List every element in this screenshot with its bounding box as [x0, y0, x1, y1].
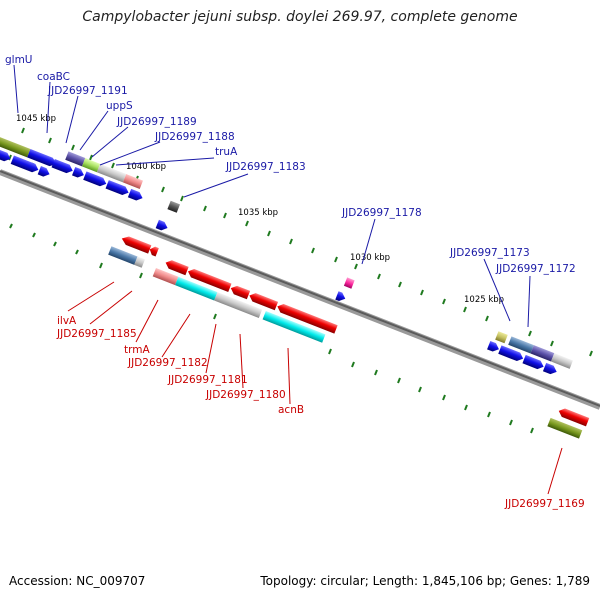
- salmon-feature: [122, 174, 143, 189]
- forward-cds: [37, 166, 50, 177]
- cyan-feature: [175, 276, 218, 301]
- gene-label-glmU: glmU: [5, 54, 33, 66]
- salmon-feature: [152, 268, 179, 286]
- scale-label: 1025 kbp: [464, 295, 504, 305]
- bottom-labels: ilvA JJD26997_1185 trmA JJD26997_1182 JJ…: [56, 315, 585, 510]
- scale-label: 1040 kbp: [126, 162, 166, 172]
- accession-text: Accession: NC_009707: [9, 574, 146, 588]
- forward-cds: [0, 146, 11, 162]
- forward-cds: [10, 155, 39, 173]
- gene-label-uppS: uppS: [106, 100, 133, 112]
- top-leader-lines: [13, 64, 531, 328]
- olive-feature: [0, 131, 31, 158]
- reverse-cds: [230, 285, 251, 300]
- cyan-feature: [262, 311, 326, 343]
- forward-cds: [155, 219, 168, 231]
- reverse-cds: [187, 269, 232, 293]
- forward-cds: [498, 345, 524, 362]
- scale-label: 1035 kbp: [238, 208, 278, 218]
- position-ticks: [8, 127, 593, 434]
- forward-cds: [127, 188, 143, 201]
- purple-feature: [65, 151, 86, 167]
- forward-cds: [72, 166, 84, 178]
- gene-label-JJD26997_1183: JJD26997_1183: [225, 161, 306, 173]
- bottom-leader-lines: [67, 281, 563, 495]
- gene-label-truA: truA: [215, 146, 238, 158]
- forward-cds: [51, 158, 73, 174]
- gene-label-JJD26997_1169: JJD26997_1169: [504, 498, 585, 510]
- genome-summary: Topology: circular; Length: 1,845,106 bp…: [260, 574, 590, 588]
- gene-label-trmA: trmA: [124, 344, 150, 356]
- scale-label: 1030 kbp: [350, 253, 390, 263]
- gene-label-JJD26997_1185: JJD26997_1185: [56, 328, 137, 340]
- gene-label-JJD26997_1180: JJD26997_1180: [205, 389, 286, 401]
- reverse-cds: [165, 260, 189, 276]
- reverse-cds: [149, 246, 159, 257]
- forward-cds: [542, 362, 557, 375]
- grey-feature: [96, 163, 127, 183]
- steel-feature: [108, 246, 138, 265]
- scale-label: 1045 kbp: [16, 114, 56, 124]
- cds-features: [0, 131, 590, 439]
- grey-feature: [551, 353, 573, 369]
- olive-feature: [547, 417, 583, 439]
- lime-feature: [81, 157, 101, 173]
- khaki-feature: [495, 331, 508, 344]
- forward-cds: [335, 291, 346, 302]
- forward-cds: [105, 180, 129, 196]
- reverse-cds: [249, 293, 279, 311]
- gene-label-JJD26997_1189: JJD26997_1189: [116, 116, 197, 128]
- gene-label-JJD26997_1188: JJD26997_1188: [154, 131, 235, 143]
- forward-cds: [487, 340, 499, 352]
- gene-label-acnB: acnB: [278, 404, 304, 416]
- grey-feature: [214, 292, 263, 318]
- reverse-cds: [277, 304, 338, 334]
- scale-labels: 1045 kbp 1040 kbp 1035 kbp 1030 kbp 1025…: [16, 114, 504, 305]
- reverse-cds: [121, 236, 152, 254]
- reverse-cds: [558, 408, 590, 427]
- pink-feature: [343, 277, 355, 289]
- forward-cds: [522, 354, 544, 370]
- dark-feature: [167, 200, 181, 213]
- genome-backbone: [0, 169, 600, 410]
- gene-label-coaBC: coaBC: [37, 71, 70, 83]
- purple-feature: [530, 345, 555, 362]
- gene-label-JJD26997_1172: JJD26997_1172: [495, 263, 576, 275]
- top-labels: glmU coaBC JJD26997_1191 uppS JJD26997_1…: [5, 54, 576, 275]
- forward-cds: [83, 171, 107, 187]
- page-title: Campylobacter jejuni subsp. doylei 269.9…: [82, 9, 518, 25]
- gene-label-JJD26997_1191: JJD26997_1191: [47, 85, 128, 97]
- gene-label-JJD26997_1173: JJD26997_1173: [449, 247, 530, 259]
- forward-cds: [27, 149, 57, 167]
- gene-label-JJD26997_1181: JJD26997_1181: [167, 374, 248, 386]
- gene-label-JJD26997_1182: JJD26997_1182: [127, 357, 208, 369]
- gene-label-JJD26997_1178: JJD26997_1178: [341, 207, 422, 219]
- steel-feature: [508, 336, 534, 354]
- gene-label-ilvA: ilvA: [57, 315, 77, 327]
- grey-feature: [134, 256, 145, 268]
